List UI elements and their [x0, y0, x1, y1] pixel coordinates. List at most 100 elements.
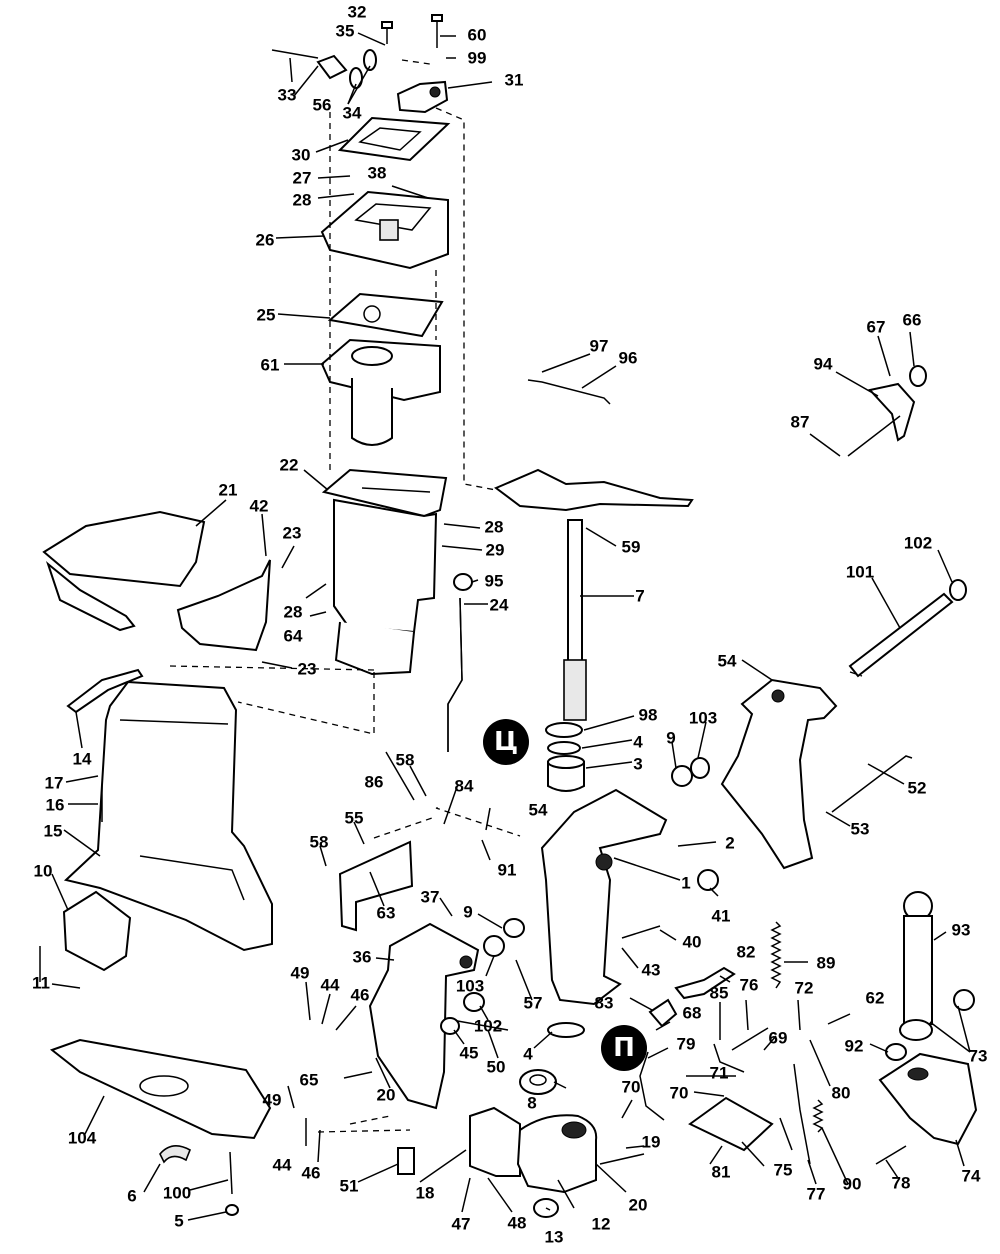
part-clamp-bracket-36: [368, 922, 480, 1110]
callout-38: 38: [367, 163, 387, 183]
part-bracket-74: [878, 1052, 978, 1146]
part-spring-89: [770, 921, 782, 989]
callout-102-b: 102: [473, 1016, 503, 1036]
part-stern-bracket-54: [720, 678, 838, 870]
callout-7: 7: [635, 586, 645, 606]
callout-50: 50: [486, 1057, 506, 1077]
part-lever-85: [713, 1043, 745, 1073]
callout-74: 74: [961, 1166, 981, 1186]
callout-61: 61: [260, 355, 280, 375]
part-skeg-plate-104: [49, 1038, 272, 1140]
part-gasket-30: [337, 116, 451, 162]
callout-8: 8: [527, 1093, 537, 1113]
callout-23-a: 23: [282, 523, 302, 543]
part-nut-102-lower: [463, 992, 485, 1012]
part-lever-94: [847, 365, 927, 457]
callout-11: 11: [32, 973, 50, 993]
part-exhaust-housing-26: [320, 190, 449, 270]
callout-46-a: 46: [350, 985, 370, 1005]
callout-93: 93: [951, 920, 971, 940]
callout-3: 3: [633, 754, 643, 774]
part-bushing-41: [697, 869, 719, 891]
callout-28-c: 28: [283, 602, 303, 622]
callout-56: 56: [312, 95, 332, 115]
part-cover-42: [176, 559, 271, 652]
callout-36: 36: [352, 947, 372, 967]
callout-98: 98: [638, 705, 658, 725]
callout-25: 25: [256, 305, 276, 325]
callout-65: 65: [299, 1070, 319, 1090]
callout-2: 2: [725, 833, 735, 853]
callout-20-b: 20: [628, 1195, 648, 1215]
part-bolt-100: [225, 1151, 239, 1216]
callout-86: 86: [364, 772, 384, 792]
callout-77: 77: [806, 1184, 826, 1204]
callout-29: 29: [485, 540, 505, 560]
callout-68: 68: [682, 1003, 702, 1023]
part-adapter-61: [320, 338, 441, 446]
callout-73: 73: [968, 1046, 988, 1066]
part-lever-81: [688, 1096, 774, 1152]
callout-28-b: 28: [484, 517, 504, 537]
callout-78: 78: [891, 1173, 911, 1193]
callout-16: 16: [45, 795, 65, 815]
callout-13: 13: [544, 1227, 564, 1247]
part-clamp-block-18: [469, 1106, 521, 1177]
callout-85: 85: [709, 983, 729, 1003]
callout-63: 63: [376, 903, 396, 923]
assembly-lines: [169, 59, 863, 1133]
callout-51: 51: [339, 1176, 359, 1196]
part-swivel-bracket-54: [540, 788, 668, 1006]
callout-48: 48: [507, 1213, 527, 1233]
callout-37: 37: [420, 887, 440, 907]
part-bracket-31: [396, 80, 449, 114]
callout-102-a: 102: [903, 533, 933, 553]
callout-90: 90: [842, 1174, 862, 1194]
part-bushing-3: [547, 755, 585, 792]
callout-19: 19: [641, 1132, 661, 1152]
callout-72: 72: [794, 978, 814, 998]
callout-46-b: 46: [301, 1163, 321, 1183]
callout-23-b: 23: [297, 659, 317, 679]
callout-101: 101: [845, 562, 875, 582]
callout-42: 42: [249, 496, 269, 516]
callout-5: 5: [174, 1211, 184, 1231]
callout-28-a: 28: [292, 190, 312, 210]
part-wire-96: [527, 379, 611, 405]
callout-31: 31: [504, 70, 524, 90]
callout-97: 97: [589, 336, 609, 356]
callout-91: 91: [497, 860, 517, 880]
part-tube-101: [848, 579, 967, 678]
callout-35: 35: [335, 21, 355, 41]
callout-44-a: 44: [320, 975, 340, 995]
part-clip-51: [397, 1147, 415, 1175]
callout-4-a: 4: [633, 732, 643, 752]
part-washer-103-upper: [690, 757, 710, 779]
part-bushing-9-upper: [671, 765, 693, 787]
callout-67: 67: [866, 317, 886, 337]
callout-44-b: 44: [272, 1155, 292, 1175]
callout-59: 59: [621, 537, 641, 557]
part-steering-arm-7: [494, 468, 694, 721]
part-exhaust-tube-22: [321, 468, 448, 676]
lubricant-symbol-upper: Ц: [483, 719, 529, 765]
callout-80: 80: [831, 1083, 851, 1103]
callout-84: 84: [454, 776, 474, 796]
part-tilt-cylinder-93: [899, 891, 933, 1041]
callout-82: 82: [736, 942, 756, 962]
part-pin-78: [875, 1145, 907, 1165]
callout-20-a: 20: [376, 1085, 396, 1105]
callout-64: 64: [283, 626, 303, 646]
part-washer-103-lower: [483, 935, 505, 957]
lubricant-symbol-lower: П: [601, 1025, 647, 1071]
part-bolt-65: [343, 1071, 373, 1079]
part-grommet-95: [453, 573, 473, 591]
part-ring-4-lower: [547, 1022, 585, 1038]
part-link-83: [648, 998, 678, 1028]
callout-94: 94: [813, 354, 833, 374]
part-washers-34: [349, 49, 377, 89]
callout-40: 40: [682, 932, 702, 952]
callout-57: 57: [523, 993, 543, 1013]
callout-95: 95: [484, 571, 504, 591]
callout-4-b: 4: [523, 1044, 533, 1064]
